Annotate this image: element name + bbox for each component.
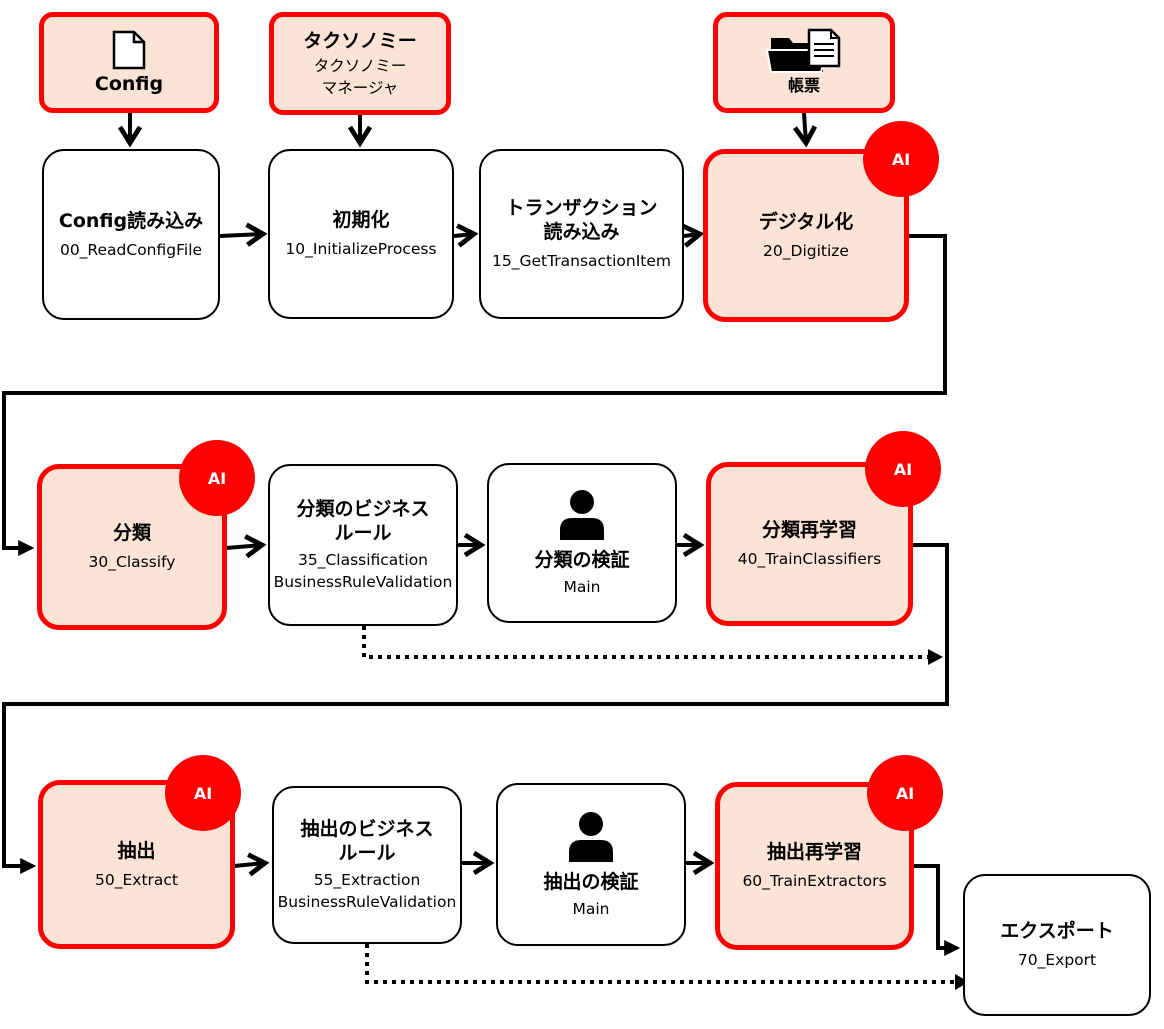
step-title: トランザクション 読み込み bbox=[505, 197, 658, 243]
skip-extraction-dotted bbox=[365, 944, 958, 984]
source-config[interactable]: Config bbox=[39, 12, 219, 113]
step-initialize[interactable]: 初期化 10_InitializeProcess bbox=[268, 149, 454, 319]
step-title: 抽出のビジネス ルール bbox=[300, 818, 434, 864]
step-extract[interactable]: 抽出 50_Extract bbox=[38, 780, 235, 949]
person-icon bbox=[567, 810, 615, 862]
step-title: 初期化 bbox=[332, 209, 390, 231]
arrow-initialize-transaction bbox=[453, 223, 479, 248]
step-subtitle: 60_TrainExtractors bbox=[742, 872, 887, 890]
step-subtitle: 15_GetTransactionItem bbox=[491, 252, 672, 270]
person-icon bbox=[558, 488, 606, 540]
arrow-transaction-digitize bbox=[681, 223, 705, 248]
arrow-extract-rules bbox=[233, 852, 270, 877]
arrow-documents-down bbox=[793, 112, 818, 148]
ai-badge-digitize: AI bbox=[863, 121, 939, 197]
ai-badge-train-classifiers: AI bbox=[865, 431, 941, 507]
connector-train-export bbox=[914, 864, 961, 956]
connector-train-extract bbox=[2, 543, 949, 874]
step-subtitle: 40_TrainClassifiers bbox=[737, 550, 882, 568]
ai-badge-classify: AI bbox=[179, 440, 255, 516]
step-extraction-validation[interactable]: 抽出の検証 Main bbox=[496, 783, 686, 946]
source-taxonomy-sub: タクソノミー マネージャ bbox=[313, 56, 407, 97]
source-config-label: Config bbox=[94, 72, 164, 95]
step-read-config[interactable]: Config読み込み 00_ReadConfigFile bbox=[42, 149, 220, 320]
step-export[interactable]: エクスポート 70_Export bbox=[963, 874, 1151, 1016]
source-documents-label: 帳票 bbox=[787, 75, 820, 95]
step-title: デジタル化 bbox=[758, 210, 854, 233]
step-title: 抽出 bbox=[117, 839, 156, 862]
step-title: 分類再学習 bbox=[761, 519, 857, 541]
skip-classification-arrowhead bbox=[928, 649, 943, 665]
step-classification-validation[interactable]: 分類の検証 Main bbox=[487, 463, 677, 623]
step-classification-rules[interactable]: 分類のビジネス ルール 35_Classification BusinessRu… bbox=[268, 464, 458, 626]
step-subtitle: 30_Classify bbox=[88, 553, 176, 571]
step-subtitle: 00_ReadConfigFile bbox=[59, 240, 203, 259]
step-title: 抽出再学習 bbox=[766, 841, 862, 863]
step-extraction-rules[interactable]: 抽出のビジネス ルール 55_Extraction BusinessRuleVa… bbox=[272, 786, 462, 944]
ai-badge-extract: AI bbox=[165, 755, 241, 831]
step-subtitle: 70_Export bbox=[1017, 951, 1097, 969]
step-subtitle: Main bbox=[572, 899, 610, 918]
step-title: エクスポート bbox=[1000, 920, 1114, 942]
arrow-readconfig-initialize bbox=[219, 222, 268, 247]
step-title: 抽出の検証 bbox=[543, 870, 639, 893]
arrow-classify-rules bbox=[225, 534, 267, 559]
folder-document-icon bbox=[765, 28, 843, 74]
skip-extraction-arrowhead bbox=[955, 974, 969, 990]
source-taxonomy-title: タクソノミー bbox=[303, 29, 417, 52]
step-subtitle: 35_Classification BusinessRuleValidation bbox=[273, 551, 453, 591]
step-subtitle: 20_Digitize bbox=[763, 241, 849, 260]
step-subtitle: 10_InitializeProcess bbox=[285, 240, 437, 258]
step-classify[interactable]: 分類 30_Classify bbox=[37, 464, 227, 630]
step-subtitle: Main bbox=[563, 578, 601, 596]
step-title: 分類の検証 bbox=[534, 549, 630, 571]
connector-digitize-classify bbox=[2, 234, 947, 556]
step-get-transaction[interactable]: トランザクション 読み込み 15_GetTransactionItem bbox=[479, 149, 684, 319]
source-taxonomy[interactable]: タクソノミー タクソノミー マネージャ bbox=[269, 12, 451, 115]
step-title: 分類 bbox=[112, 522, 151, 544]
step-title: 分類のビジネス ルール bbox=[296, 498, 430, 544]
source-documents[interactable]: 帳票 bbox=[713, 12, 895, 113]
step-subtitle: 50_Extract bbox=[95, 870, 178, 889]
step-title: Config読み込み bbox=[58, 209, 204, 232]
step-subtitle: 55_Extraction BusinessRuleValidation bbox=[277, 871, 457, 911]
ai-badge-train-extractors: AI bbox=[867, 755, 943, 831]
skip-classification-dotted bbox=[362, 626, 930, 659]
document-icon bbox=[112, 30, 146, 70]
